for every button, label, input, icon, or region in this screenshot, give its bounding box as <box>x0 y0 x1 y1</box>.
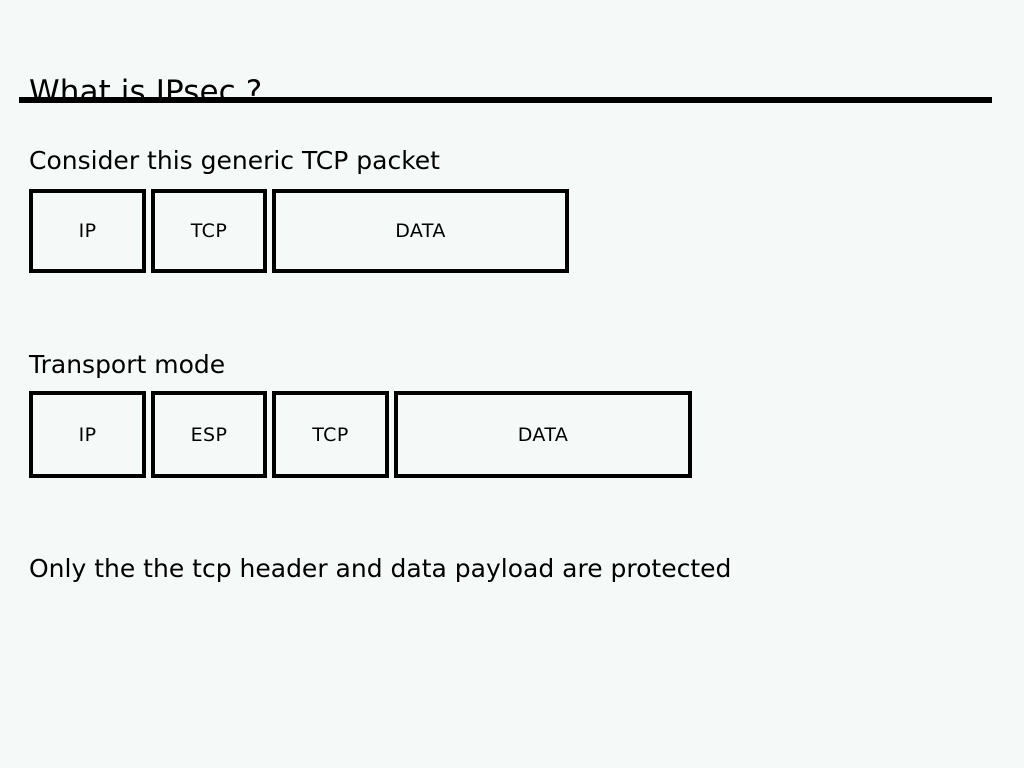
packet-field-label: IP <box>78 220 97 242</box>
packet-field-tcp: TCP <box>272 391 389 478</box>
protection-note: Only the the tcp header and data payload… <box>29 554 732 583</box>
packet-field-ip: IP <box>29 189 146 273</box>
title-divider <box>19 97 992 103</box>
packet-field-label: ESP <box>190 423 228 446</box>
packet-field-label: TCP <box>190 220 228 242</box>
packet-field-label: TCP <box>312 423 349 446</box>
packet-field-tcp: TCP <box>151 189 267 273</box>
packet-field-label: DATA <box>517 423 569 446</box>
packet-field-label: DATA <box>395 220 446 242</box>
generic-packet-caption: Consider this generic TCP packet <box>29 146 440 175</box>
generic-packet-diagram: IP TCP DATA <box>29 189 569 273</box>
packet-field-data: DATA <box>394 391 692 478</box>
packet-field-data: DATA <box>272 189 569 273</box>
transport-mode-caption: Transport mode <box>29 350 226 379</box>
packet-field-esp: ESP <box>151 391 267 478</box>
transport-mode-diagram: IP ESP TCP DATA <box>29 391 692 478</box>
packet-field-ip: IP <box>29 391 146 478</box>
packet-field-label: IP <box>78 423 97 446</box>
page-title: What is IPsec ? <box>29 73 263 110</box>
